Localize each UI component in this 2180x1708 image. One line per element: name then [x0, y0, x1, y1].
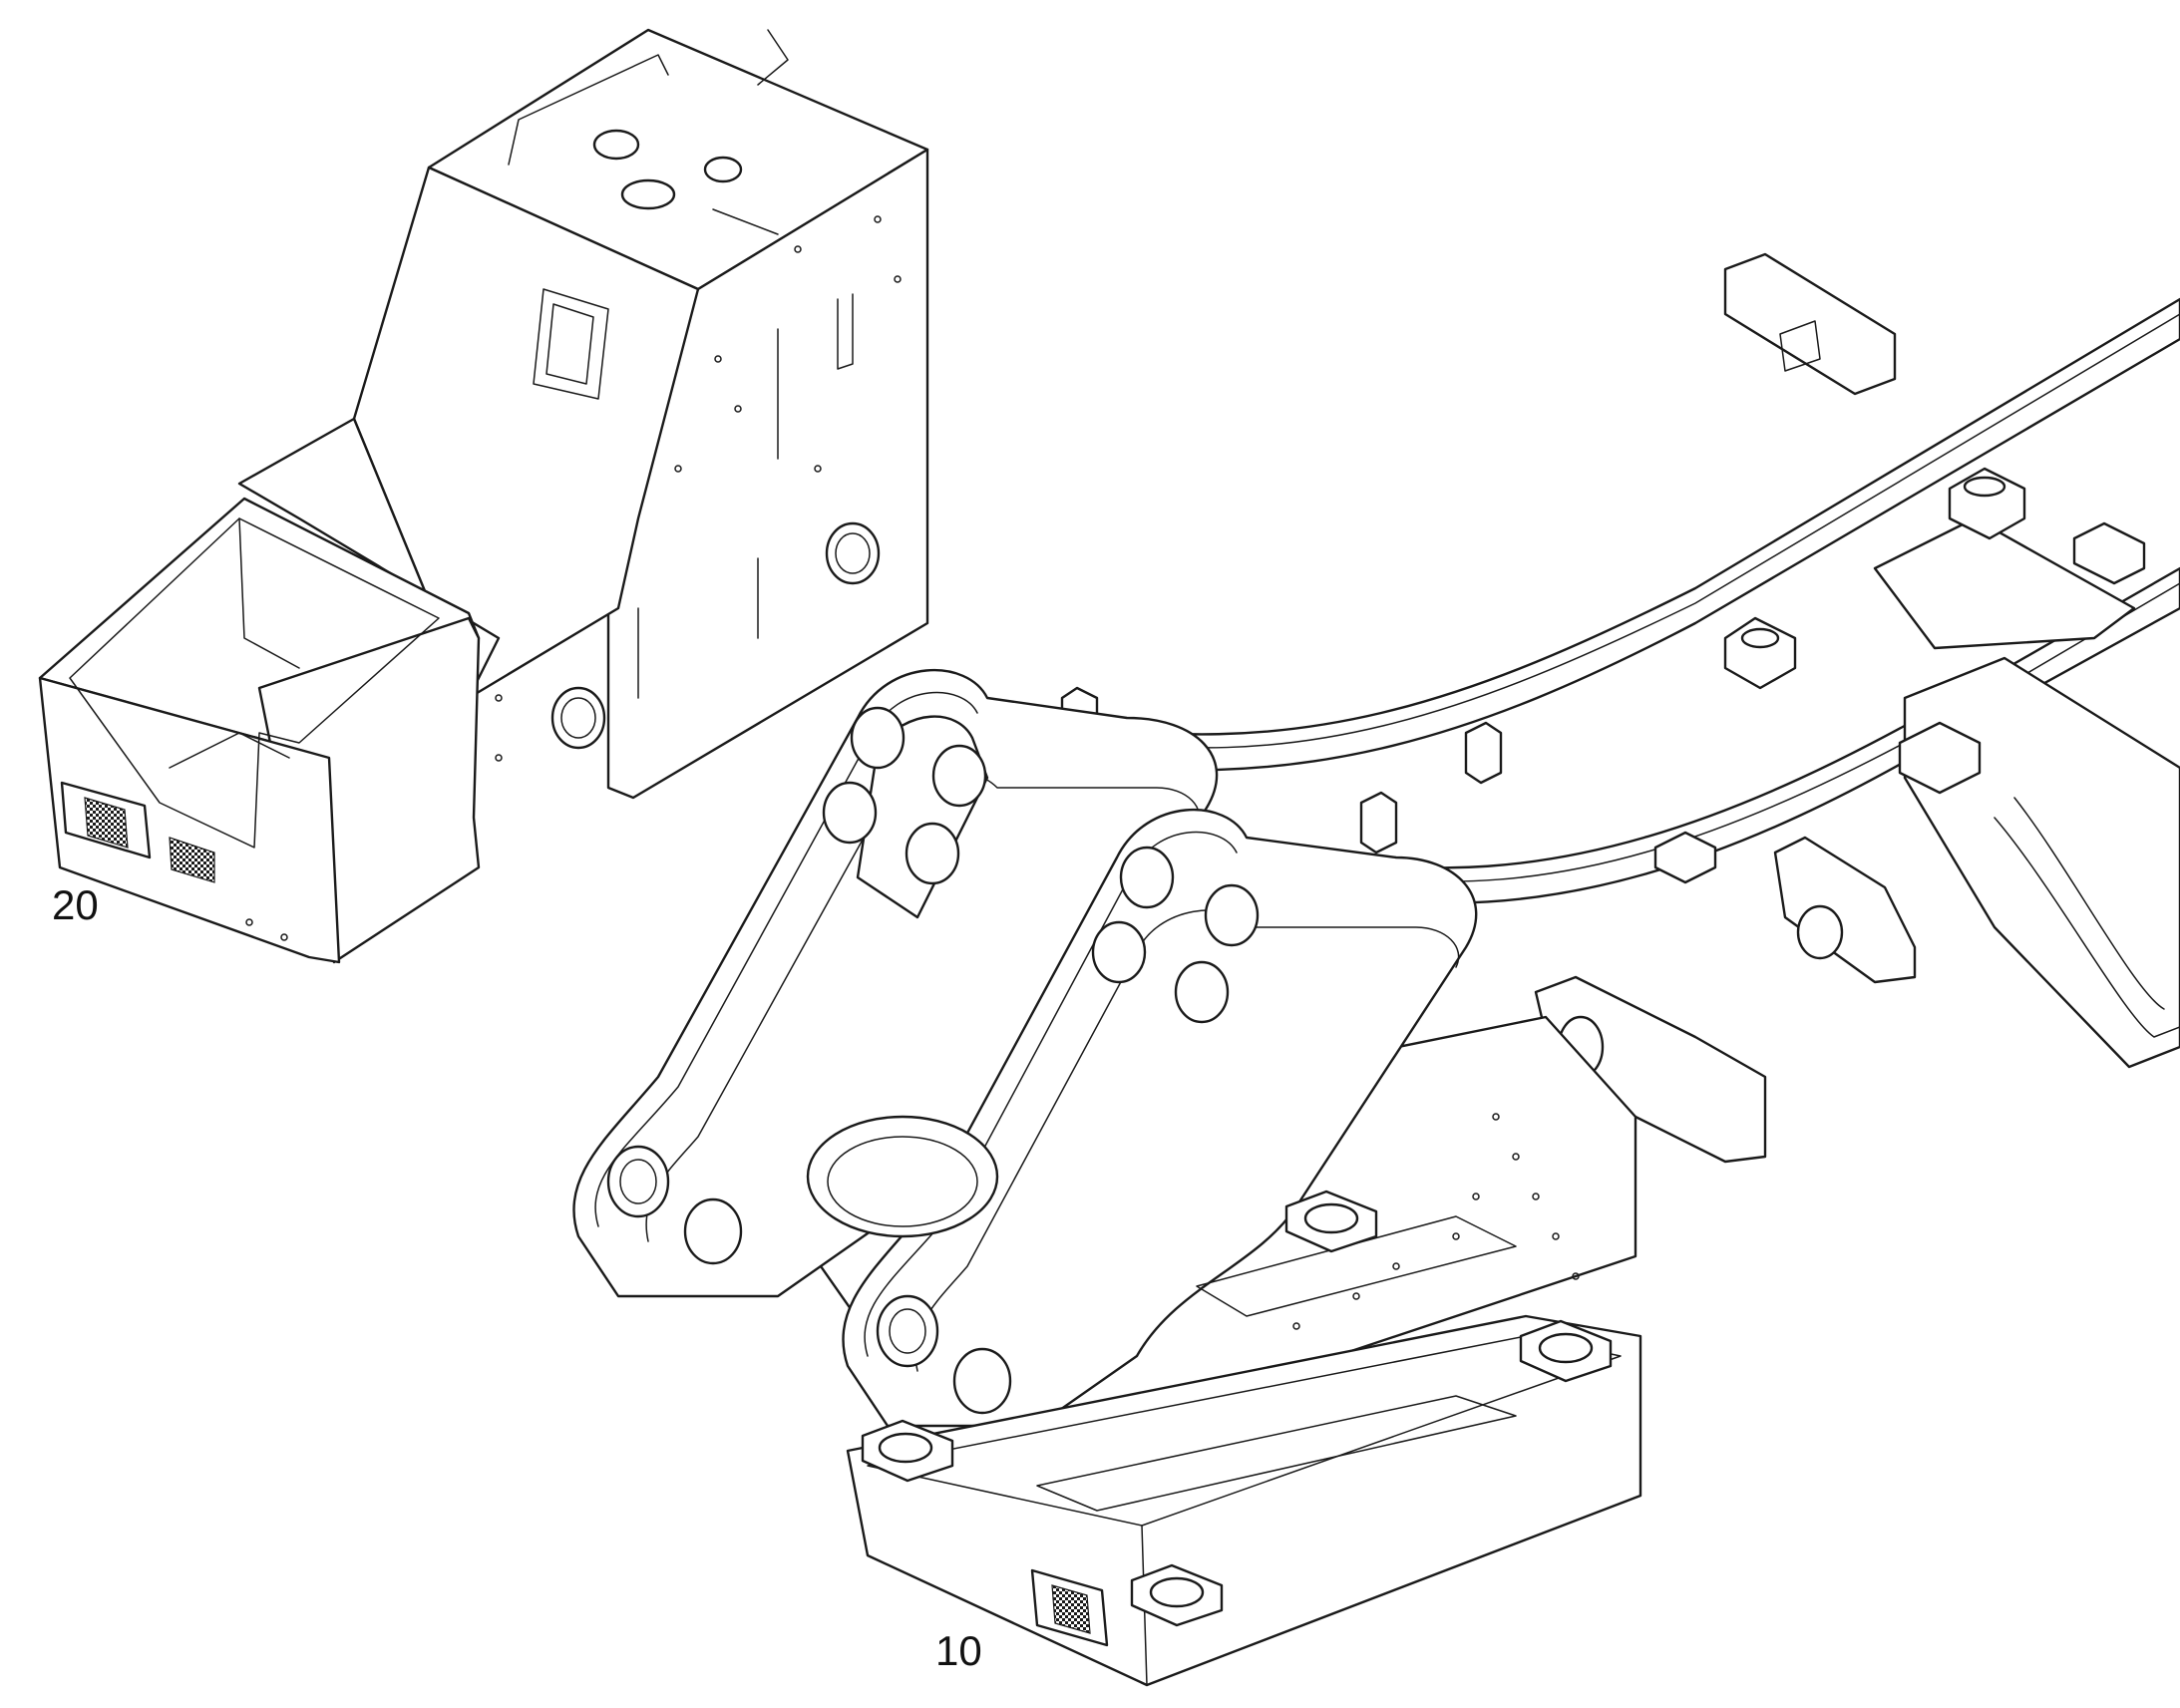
frame-data-plate-grille — [1051, 1584, 1091, 1634]
callout-part-10: 10 — [935, 1627, 982, 1674]
boom-tower-right-holes — [876, 846, 1260, 1415]
mount-pad-front-right — [1130, 1563, 1224, 1627]
callout-part-20: 20 — [52, 881, 99, 928]
frame-plate-holes — [1292, 1113, 1580, 1330]
console-top-fittings — [508, 29, 789, 235]
console-flange-lower — [550, 686, 606, 750]
console-inspection-plate — [533, 288, 609, 400]
console-lower-front — [38, 676, 341, 964]
console-fasteners — [245, 215, 902, 941]
console-front-deck — [237, 417, 501, 700]
frame-rear-plate — [1903, 656, 2180, 1069]
mount-pad-rear-left — [1284, 1190, 1378, 1253]
frame-rear-crossmember-mid — [1873, 516, 2136, 650]
frame-side-arm-rear — [1773, 836, 1917, 984]
console-inner-opening — [69, 517, 440, 849]
console-flange-upper — [825, 521, 881, 585]
console-vent-grille — [169, 837, 215, 883]
boom-tower-left-holes — [606, 706, 987, 1265]
frame-block-b — [1464, 721, 1503, 785]
mount-pad-front-left — [861, 1419, 954, 1483]
frame-rear-crossmember-top — [1723, 252, 1897, 396]
console-data-plate-grille — [84, 797, 129, 849]
frame-rail-brackets — [1653, 467, 2146, 884]
main-frame-part-10 — [572, 252, 2180, 1687]
swing-bearing-ring — [806, 1115, 999, 1238]
console-cabinet-part-20 — [38, 28, 929, 964]
frame-rail-upper-left — [1035, 297, 2180, 772]
mount-pad-rear-right — [1519, 1319, 1613, 1383]
frame-block-a — [1359, 791, 1398, 854]
